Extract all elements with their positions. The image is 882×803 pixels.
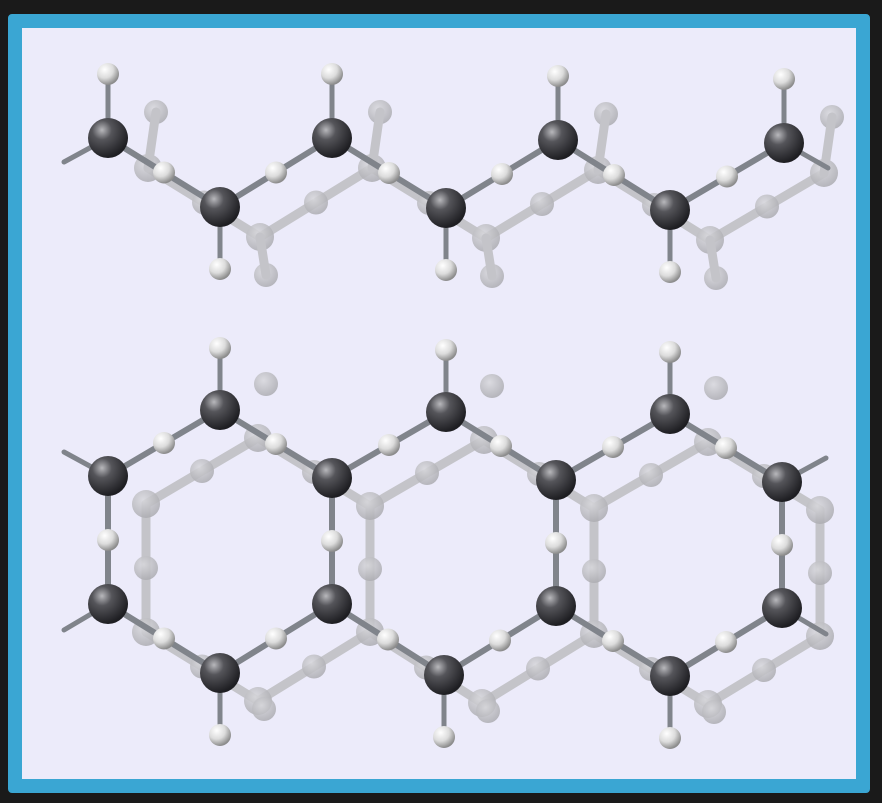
shadow-bond (481, 233, 497, 281)
light-atom (153, 432, 175, 454)
light-atom (715, 631, 737, 653)
light-atom (265, 433, 287, 455)
shadow-atom (755, 194, 779, 219)
heavy-atom (762, 462, 802, 502)
light-atom (433, 726, 455, 748)
light-atom (378, 162, 400, 184)
heavy-atom (764, 123, 804, 163)
shadow-bond (143, 107, 161, 173)
light-atom (547, 65, 569, 87)
light-atom (377, 628, 399, 651)
light-atom (153, 161, 175, 184)
light-atom (659, 727, 681, 749)
shadow-bond (255, 232, 271, 280)
light-atom (209, 724, 231, 746)
heavy-atom (538, 120, 578, 160)
shadow-atom (526, 656, 550, 681)
heavy-atom (200, 653, 240, 693)
shadow-atom (639, 463, 663, 487)
light-atom (321, 530, 343, 552)
light-atom (97, 529, 119, 551)
shadow-atom (476, 699, 500, 723)
light-atom (659, 261, 681, 283)
light-atom (209, 337, 231, 359)
light-atom (545, 532, 567, 554)
light-atom (435, 339, 457, 361)
shadow-atom (358, 557, 382, 581)
heavy-atom (536, 586, 576, 626)
light-atom (97, 63, 119, 85)
light-atom (489, 629, 511, 652)
shadow-atom (806, 496, 834, 524)
shadow-atom (302, 654, 326, 679)
heavy-atom (426, 392, 466, 432)
light-atom (265, 161, 287, 184)
heavy-atom (88, 584, 128, 624)
light-atom (715, 437, 737, 459)
shadow-atom (702, 700, 726, 724)
shadow-bond (593, 109, 611, 175)
light-atom (491, 163, 513, 185)
heavy-atom (762, 588, 802, 628)
heavy-atom (88, 456, 128, 496)
shadow-atom (582, 559, 606, 583)
light-atom (490, 435, 512, 457)
shadow-atom (580, 494, 608, 522)
heavy-atom (650, 394, 690, 434)
shadow-atom (480, 374, 504, 398)
light-atom (209, 258, 231, 280)
light-atom (321, 63, 343, 85)
light-atom (771, 534, 793, 556)
shadow-atom (254, 372, 278, 396)
heavy-atom (426, 188, 466, 228)
light-atom (716, 165, 738, 188)
shadow-atom (808, 561, 832, 585)
atom-layer (88, 63, 804, 749)
shadow-atom (415, 461, 439, 485)
heavy-atom (650, 656, 690, 696)
heavy-atom (312, 458, 352, 498)
light-atom (773, 68, 795, 90)
shadow-atom (132, 490, 160, 518)
light-atom (265, 627, 287, 650)
heavy-atom (536, 460, 576, 500)
heavy-atom (200, 187, 240, 227)
heavy-atom (88, 118, 128, 158)
shadow-bond (367, 107, 385, 173)
shadow-atom (752, 658, 776, 682)
shadow-atom (356, 492, 384, 520)
heavy-atom (312, 118, 352, 158)
shadow-atom (530, 192, 554, 216)
light-atom (602, 630, 624, 652)
heavy-atom (424, 655, 464, 695)
light-atom (603, 164, 625, 186)
shadow-atom (704, 376, 728, 400)
heavy-atom (650, 190, 690, 230)
heavy-atom (200, 390, 240, 430)
light-atom (602, 436, 624, 458)
light-atom (153, 627, 175, 650)
light-atom (378, 434, 400, 456)
shadow-atom (304, 190, 328, 215)
shadow-atom (252, 697, 276, 721)
heavy-atom (312, 584, 352, 624)
shadow-bond (705, 235, 721, 283)
shadow-atom (134, 556, 158, 580)
shadow-atom (190, 459, 214, 483)
light-atom (435, 259, 457, 281)
light-atom (659, 341, 681, 363)
